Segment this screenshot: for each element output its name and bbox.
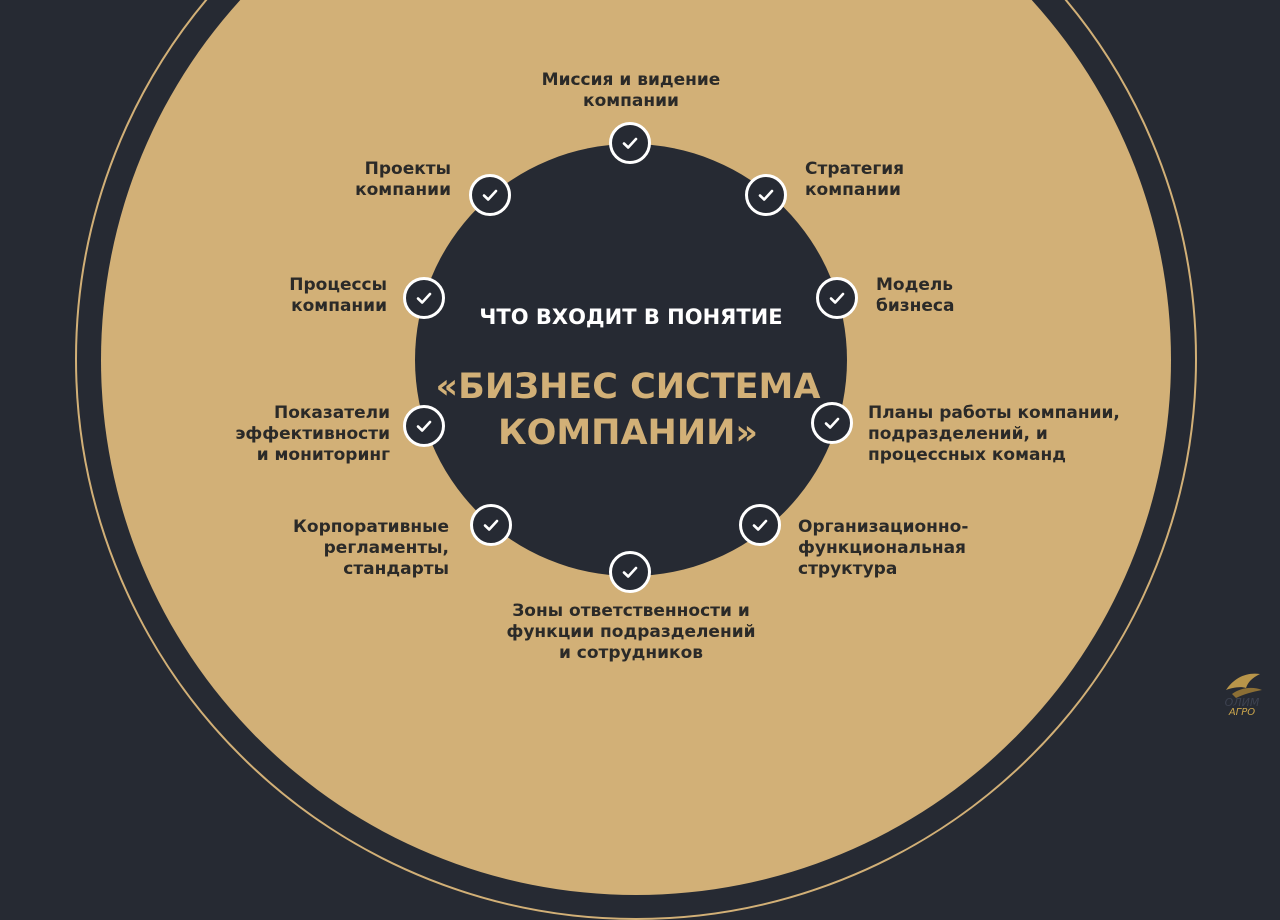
item-label-processes: Процессы компании — [289, 275, 387, 316]
check-icon — [811, 402, 853, 444]
item-label-plans: Планы работы компании, подразделений, и … — [868, 403, 1120, 465]
svg-text:ОЛИМ: ОЛИМ — [1225, 696, 1260, 709]
check-icon — [739, 504, 781, 546]
item-label-business-model: Модель бизнеса — [876, 275, 955, 316]
check-icon — [816, 277, 858, 319]
center-title: «БИЗНЕС СИСТЕМА КОМПАНИИ» — [435, 367, 821, 453]
item-label-kpi: Показатели эффективности и мониторинг — [235, 403, 390, 465]
item-label-projects: Проекты компании — [355, 159, 451, 200]
check-icon — [403, 277, 445, 319]
check-icon — [470, 504, 512, 546]
item-label-mission: Миссия и видение компании — [541, 70, 721, 111]
company-logo: ОЛИМ АГРО — [1225, 673, 1262, 716]
check-icon — [403, 405, 445, 447]
center-subtitle: ЧТО ВХОДИТ В ПОНЯТИЕ — [479, 305, 783, 329]
item-label-strategy: Стратегия компании — [805, 159, 905, 200]
item-label-org-structure: Организационно- функциональная структура — [798, 517, 969, 579]
check-icon — [609, 551, 651, 593]
check-icon — [745, 174, 787, 216]
item-label-responsibility: Зоны ответственности и функции подраздел… — [506, 601, 756, 663]
check-icon — [469, 174, 511, 216]
check-icon — [609, 122, 651, 164]
svg-text:АГРО: АГРО — [1228, 707, 1255, 716]
item-label-regulations: Корпоративные регламенты, стандарты — [293, 517, 449, 579]
